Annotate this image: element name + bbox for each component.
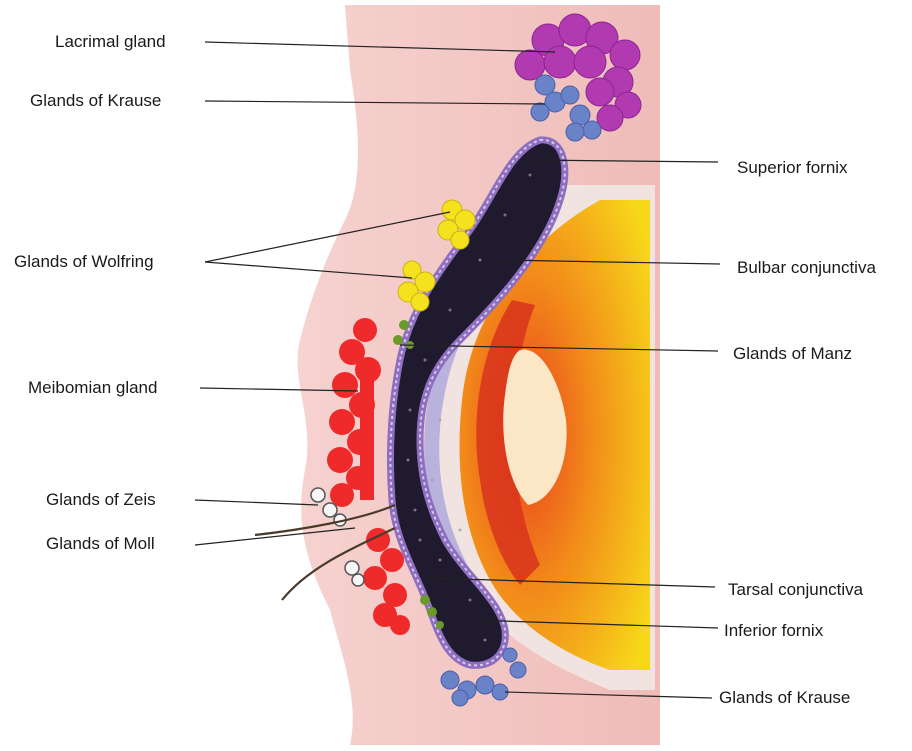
label-glands-of-zeis: Glands of Zeis	[46, 490, 156, 510]
label-glands-of-wolfring: Glands of Wolfring	[14, 252, 154, 272]
label-glands-of-krause-bottom: Glands of Krause	[719, 688, 850, 708]
label-lacrimal-gland: Lacrimal gland	[55, 32, 166, 52]
label-tarsal-conjunctiva: Tarsal conjunctiva	[728, 580, 863, 600]
leader-zeis	[195, 500, 318, 505]
label-glands-of-krause-top: Glands of Krause	[30, 91, 161, 111]
label-inferior-fornix: Inferior fornix	[724, 621, 823, 641]
label-meibomian-gland: Meibomian gland	[28, 378, 157, 398]
label-glands-of-moll: Glands of Moll	[46, 534, 155, 554]
label-glands-of-manz: Glands of Manz	[733, 344, 852, 364]
label-superior-fornix: Superior fornix	[737, 158, 848, 178]
label-bulbar-conjunctiva: Bulbar conjunctiva	[737, 258, 876, 278]
